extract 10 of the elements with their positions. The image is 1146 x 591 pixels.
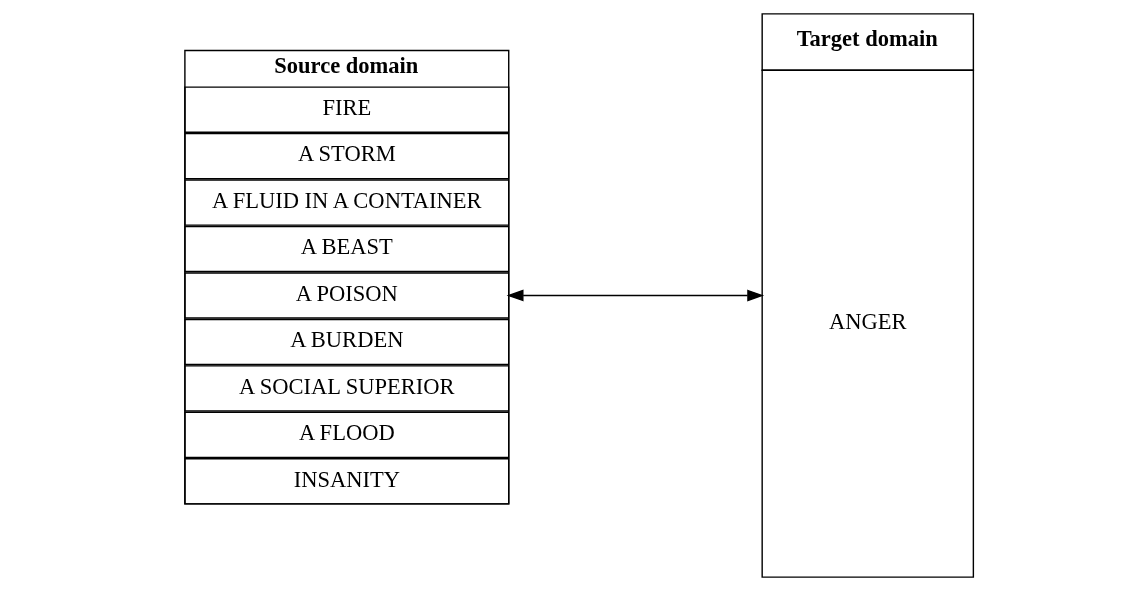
node-box: A BURDEN [183,318,509,366]
node-box: INSANITY [183,458,509,505]
node-box: A SOCIAL SUPERIOR [183,365,509,412]
node-box: A POISON [183,272,509,319]
node-box: A STORM [183,132,509,180]
node-box: A FLOOD [183,411,509,459]
node-box: A FLUID IN A CONTAINER [183,179,509,226]
node-box: A BEAST [183,225,509,273]
node-box: FIRE [183,86,509,133]
arrow [506,289,764,302]
